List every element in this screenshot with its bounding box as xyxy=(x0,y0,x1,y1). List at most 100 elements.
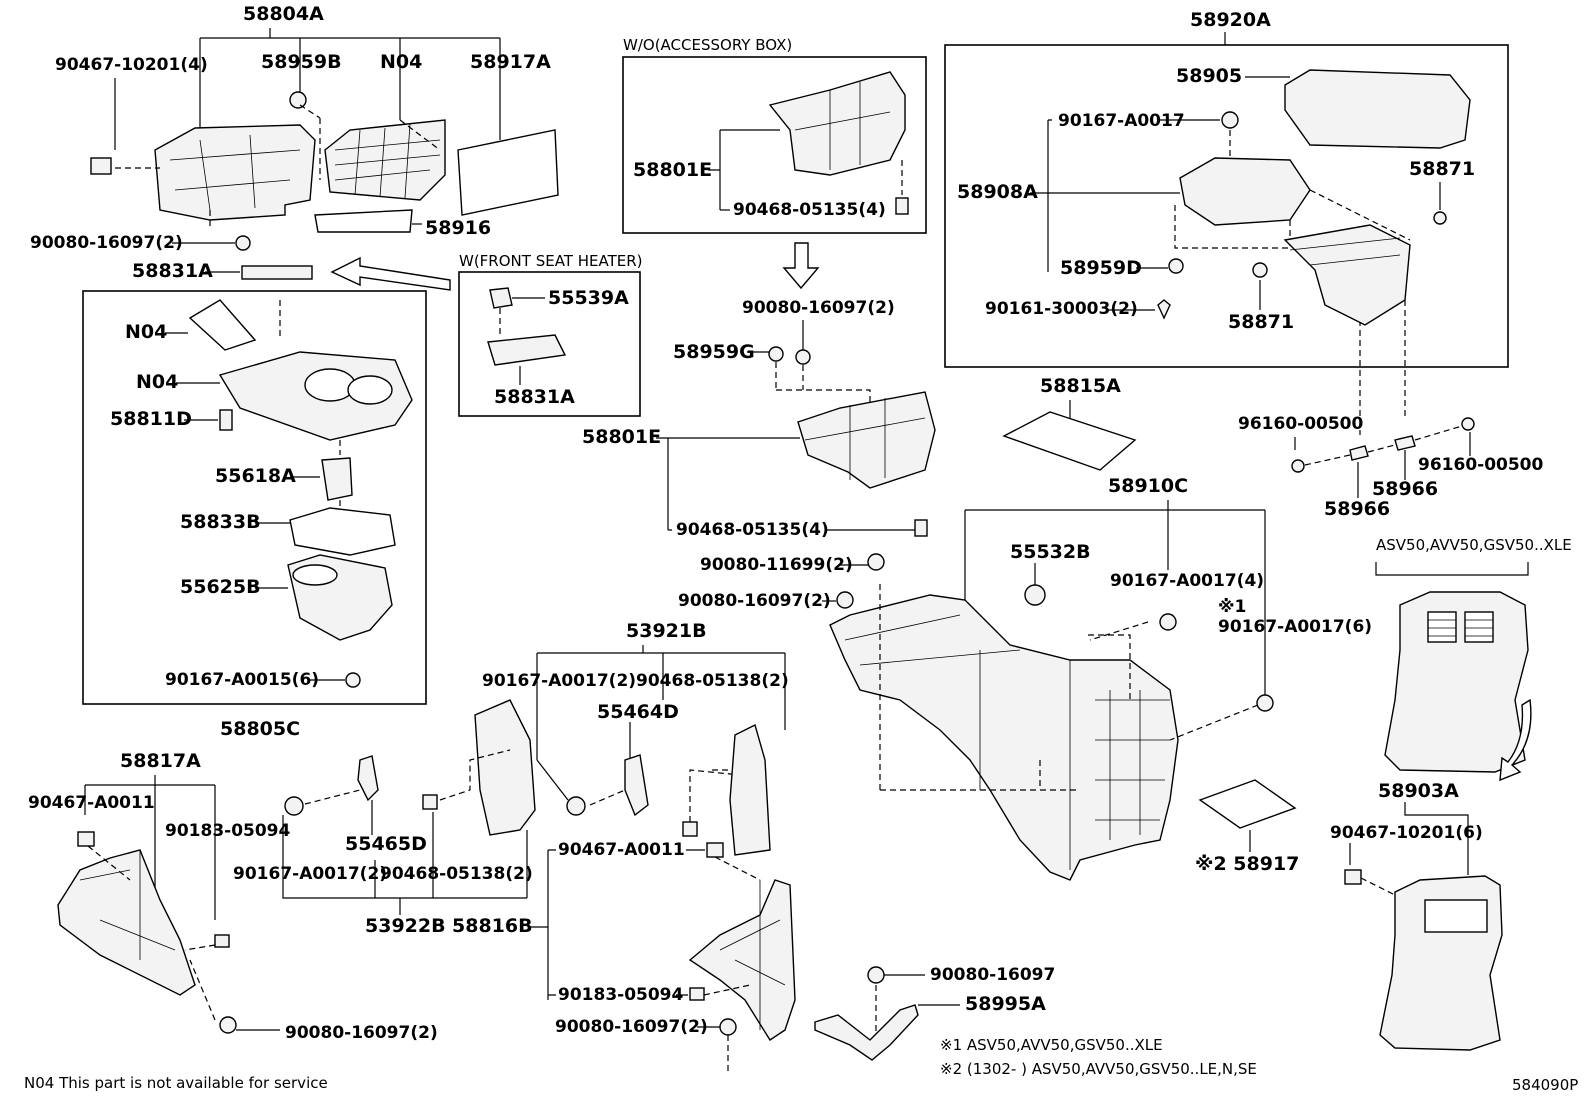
label-58801E-b: 58801E xyxy=(582,426,661,448)
pin-58966-a xyxy=(1349,445,1369,461)
label-58831A-heater: 58831A xyxy=(494,386,575,408)
variant-caption: ASV50,AVV50,GSV50..XLE xyxy=(1376,536,1572,554)
accessory-detail-top xyxy=(794,82,891,170)
dash-armrest xyxy=(1174,130,1411,435)
leader-58801E-b xyxy=(656,437,800,530)
clip-90183-a xyxy=(214,934,230,948)
vent-right xyxy=(1464,611,1494,643)
label-90080-16097: 90080-16097 xyxy=(930,965,1055,985)
diagram-code: 584090P xyxy=(1512,1076,1578,1094)
label-58815A: 58815A xyxy=(1040,375,1121,397)
label-58959G: 58959G xyxy=(673,341,755,363)
label-58816B: 58816B xyxy=(452,915,533,937)
console-body-58910C xyxy=(829,594,1179,881)
bolt-90080-c xyxy=(836,591,854,609)
cup-55625B-hole xyxy=(292,564,338,586)
label-90080-16097-2-e: 90080-16097(2) xyxy=(285,1023,438,1043)
label-58966-b: 58966 xyxy=(1372,478,1438,500)
leader-53922B xyxy=(282,812,528,899)
label-90167-A0017: 90167-A0017 xyxy=(1058,111,1185,131)
screw-90167-A0017 xyxy=(1221,111,1239,129)
bolt-90080-11699 xyxy=(867,553,885,571)
panel-58816B xyxy=(688,879,796,1041)
dash-53921B xyxy=(589,769,745,822)
label-55465D: 55465D xyxy=(345,833,427,855)
curved-arrow xyxy=(1499,698,1532,782)
panel-58817A xyxy=(57,849,196,996)
leader-58804A xyxy=(199,28,501,140)
armrest-lid-58905 xyxy=(1284,69,1471,149)
dash-pins xyxy=(1304,425,1463,466)
variant-bracket xyxy=(1375,562,1529,576)
accessory-bracket-lower xyxy=(797,391,936,489)
mat-58917A-part xyxy=(457,129,559,216)
label-90080-11699-2: 90080-11699(2) xyxy=(700,555,853,575)
clip-90467-A0011-a xyxy=(77,831,95,847)
leader-58816B xyxy=(528,850,549,1000)
label-58811D: 58811D xyxy=(110,408,192,430)
label-90167-A0017-2-b: 90167-A0017(2) xyxy=(233,864,387,884)
clip-96160-a xyxy=(1291,459,1305,473)
label-N04-b: N04 xyxy=(125,321,167,343)
mat-58815A xyxy=(1002,411,1137,471)
clip-90183-b xyxy=(689,987,705,1001)
screw-90167-b xyxy=(284,796,304,816)
accessory-box-frame xyxy=(622,56,927,234)
dash-58903A xyxy=(1360,877,1396,896)
label-58817A: 58817A xyxy=(120,750,201,772)
clip-58811D xyxy=(219,409,233,431)
panel-58817A-detail xyxy=(79,850,176,960)
label-90161-30003-2: 90161-30003(2) xyxy=(985,299,1138,319)
label-58920A: 58920A xyxy=(1190,9,1271,31)
seat-heater-box-frame xyxy=(458,271,641,417)
clip-96160-b xyxy=(1461,417,1475,431)
label-55625B: 55625B xyxy=(180,576,261,598)
screw-90167-A0017-6 xyxy=(1256,694,1274,712)
bolt-58871-a xyxy=(1433,211,1447,225)
vent-left xyxy=(1427,611,1457,643)
dash-58816B xyxy=(703,856,761,1075)
gasket-58833B xyxy=(289,507,396,556)
label-90167-A0017-2-a: 90167-A0017(2) xyxy=(482,671,636,691)
dash-58817A xyxy=(87,845,216,1021)
latch-detail xyxy=(1289,237,1401,266)
accessory-detail-lower xyxy=(804,398,926,480)
arrow-from-seat-heater xyxy=(330,256,451,291)
label-53922B: 53922B xyxy=(365,915,446,937)
plug-55532B xyxy=(1024,584,1046,606)
tray-grid xyxy=(334,123,441,199)
panel-58816B-detail xyxy=(719,880,786,1030)
label-58908A: 58908A xyxy=(957,181,1038,203)
grommet-58959D xyxy=(1168,258,1184,274)
switch-58831A-top xyxy=(241,265,313,280)
bolt-90080-d xyxy=(219,1016,237,1034)
leader-90167-A0017 xyxy=(1047,119,1220,272)
clip-90467-A0011-b xyxy=(706,842,724,858)
clip-90468-05138-a xyxy=(682,821,698,837)
clip-90467-10201-6 xyxy=(1344,869,1362,885)
panel-left-large xyxy=(474,699,536,836)
insert-55618A xyxy=(321,457,353,501)
label-58916: 58916 xyxy=(425,217,491,239)
screw-90167-A0015 xyxy=(345,672,361,688)
label-58917A: 58917A xyxy=(470,51,551,73)
pin-58966-b xyxy=(1394,435,1416,451)
label-90167-A0017-4: 90167-A0017(4) xyxy=(1110,571,1264,591)
clip-90468-a xyxy=(895,197,909,215)
hinge-58908A xyxy=(1179,157,1311,226)
label-58871-b: 58871 xyxy=(1228,311,1294,333)
label-58910C: 58910C xyxy=(1108,475,1188,497)
bolt-90080-a xyxy=(235,235,251,251)
label-90167-A0017-6: 90167-A0017(6) xyxy=(1218,617,1372,637)
label-90468-05138-2-a: 90468-05138(2) xyxy=(636,671,789,691)
label-58804A: 58804A xyxy=(243,3,324,25)
label-58801E-a: 58801E xyxy=(633,159,712,181)
screw-90167-a xyxy=(566,796,586,816)
label-96160-00500-a: 96160-00500 xyxy=(1238,414,1364,434)
switch-55539A xyxy=(489,287,513,309)
cup-hole-1 xyxy=(304,368,356,402)
label-N04-c: N04 xyxy=(136,371,178,393)
grommet-58959G xyxy=(768,346,784,362)
bolt-90080-d2 xyxy=(719,1018,737,1036)
leader-58817A xyxy=(84,775,216,920)
